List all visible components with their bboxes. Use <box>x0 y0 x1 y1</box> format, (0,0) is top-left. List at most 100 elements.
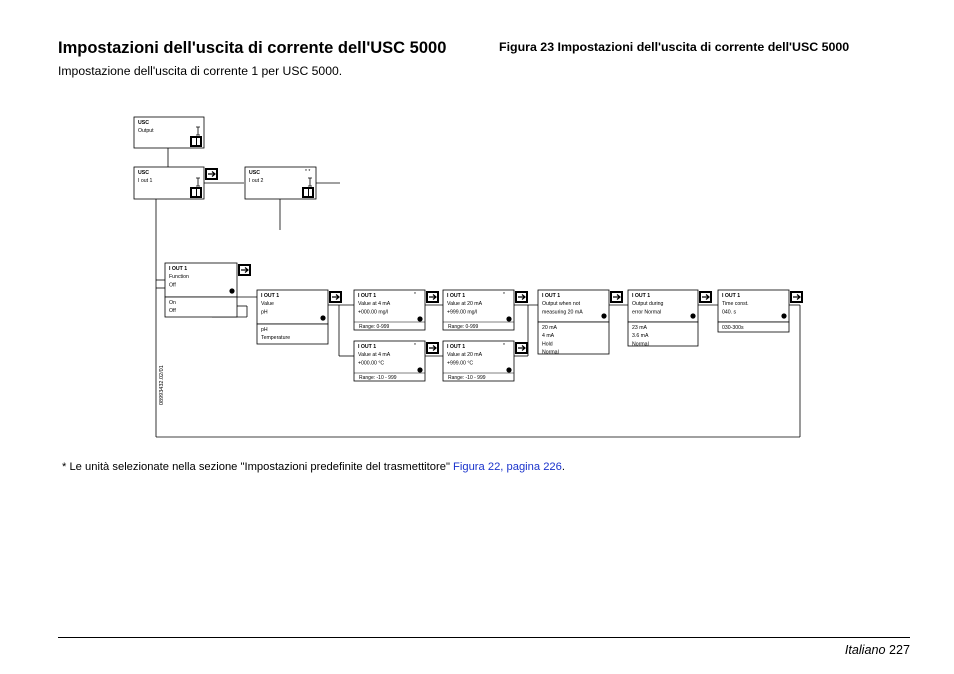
asterisk-mark: * <box>503 292 505 298</box>
diagram-box-ph-20ma: I OUT 1 Value at 20 mA +999.00 mg/l * Range:… <box>442 289 528 331</box>
diagram-box-not-measuring: I OUT 1 Output when not measuring 20 mA <box>537 289 623 323</box>
diagram-box-line: I OUT 1 <box>447 344 465 350</box>
range-label: Range: 0-999 <box>359 324 390 330</box>
diagram-box-during-error: I OUT 1 Output during error Normal <box>627 289 712 323</box>
footnote-end: . <box>561 461 565 473</box>
range-label: Range: 0-999 <box>448 324 479 330</box>
diagram-box-line: USC <box>138 170 149 176</box>
diagram-box-line: Value at 4 mA <box>358 352 391 358</box>
page-footer: Italiano 227 <box>845 643 910 657</box>
diagram-box-during-error-options: 23 mA 3.6 mA Normal <box>627 321 699 347</box>
diagram-box-temp-4ma: I OUT 1 Value at 4 mA +000.00 °C * Range: -1… <box>353 340 439 382</box>
figure-title: Figura 23 Impostazioni dell'uscita di co… <box>499 40 850 54</box>
diagram-box-line: Normal <box>632 341 649 347</box>
diagram-box-line: I OUT 1 <box>447 293 465 299</box>
asterisk-mark: * <box>503 343 505 349</box>
diagram-box-line: 040. s <box>722 309 737 315</box>
up-down-keys-icon <box>190 126 202 147</box>
enter-arrow-icon <box>515 342 528 354</box>
page-title: Impostazioni dell'uscita di corrente del… <box>58 39 447 57</box>
diagram-box-line: Value at 20 mA <box>447 301 483 307</box>
diagram-box-line: +000.00 °C <box>358 360 384 366</box>
diagram-box-line: Normal <box>542 350 559 356</box>
selection-dot-icon <box>229 288 235 294</box>
diagram-box-line: +000.00 mg/l <box>358 309 388 315</box>
diagram-box-line: Off <box>169 308 176 314</box>
footnote-link[interactable]: Figura 22, pagina 226 <box>453 461 562 473</box>
selection-dot-icon <box>506 316 512 322</box>
range-label: Range: -10 - 999 <box>359 375 397 381</box>
diagram-box-line: On <box>169 300 176 306</box>
diagram-box-usc-output: USC Output <box>133 116 205 149</box>
diagram-box-usc-iout1: USC I out 1 <box>133 166 218 200</box>
diagram-box-line: Output during <box>632 301 664 307</box>
enter-arrow-icon <box>790 291 803 303</box>
diagram-box-line: I OUT 1 <box>632 293 650 299</box>
diagram-box-line: 23 mA <box>632 325 648 331</box>
footnote: * Le unità selezionate nella sezione "Im… <box>62 461 565 473</box>
diagram-box-line: +999.00 °C <box>447 360 473 366</box>
diagram-code: 08993432.02/01 <box>159 365 165 405</box>
asterisk-mark: * * <box>305 169 310 175</box>
diagram-box-line: I OUT 1 <box>261 293 279 299</box>
diagram-box-time-const: I OUT 1 Time const. 040. s <box>717 289 803 323</box>
selection-dot-icon <box>781 313 787 319</box>
diagram-box-line: 030-300s <box>722 325 744 331</box>
selection-dot-icon <box>601 313 607 319</box>
diagram-box-line: I OUT 1 <box>722 293 740 299</box>
diagram-box-line: Output when not <box>542 301 581 307</box>
diagram-box-line: I out 1 <box>138 178 153 184</box>
diagram-box-line: measuring 20 mA <box>542 309 583 315</box>
enter-arrow-icon <box>238 264 251 276</box>
diagram-box-line: +999.00 mg/l <box>447 309 477 315</box>
diagram-box-line: Function <box>169 274 189 280</box>
up-down-keys-icon <box>302 177 314 198</box>
enter-arrow-icon <box>426 342 439 354</box>
enter-arrow-icon <box>610 291 623 303</box>
diagram-box-line: error Normal <box>632 309 661 315</box>
range-label: Range: -10 - 999 <box>448 375 486 381</box>
enter-arrow-icon <box>515 291 528 303</box>
diagram-box-iout1-value: I OUT 1 Value pH <box>256 289 342 325</box>
diagram-box-line: I OUT 1 <box>358 344 376 350</box>
enter-arrow-icon <box>699 291 712 303</box>
diagram-box-line: I OUT 1 <box>542 293 560 299</box>
diagram-box-line: Hold <box>542 341 553 347</box>
selection-dot-icon <box>320 315 326 321</box>
diagram-box-line: I OUT 1 <box>358 293 376 299</box>
diagram-box-line: pH <box>261 327 268 333</box>
diagram-box-line: I OUT 1 <box>169 266 187 272</box>
diagram-box-line: Value at 20 mA <box>447 352 483 358</box>
diagram-box-line: USC <box>138 120 149 126</box>
footnote-text: * Le unità selezionate nella sezione "Im… <box>62 461 454 473</box>
diagram-box-line: 4 mA <box>542 333 555 339</box>
diagram-box-time-const-range: 030-300s <box>717 321 790 333</box>
diagram-box-line: pH <box>261 309 268 315</box>
diagram-box-line: 20 mA <box>542 325 558 331</box>
diagram-box-line: Output <box>138 128 154 134</box>
page-number: 227 <box>888 643 910 657</box>
diagram-box-line: USC <box>249 170 260 176</box>
diagram-box-line: Value <box>261 301 274 307</box>
diagram-box-line: 3.6 mA <box>632 333 649 339</box>
selection-dot-icon <box>506 367 512 373</box>
diagram-box-line: Value at 4 mA <box>358 301 391 307</box>
asterisk-mark: * <box>414 343 416 349</box>
diagram-box-ph-4ma: I OUT 1 Value at 4 mA +000.00 mg/l * Range: … <box>353 289 439 331</box>
asterisk-mark: * <box>414 292 416 298</box>
diagram-box-line: Time const. <box>722 301 749 307</box>
selection-dot-icon <box>417 316 423 322</box>
footer-rule <box>58 637 910 638</box>
footer-language: Italiano <box>844 643 886 657</box>
enter-arrow-icon <box>329 291 342 303</box>
diagram-box-usc-iout2: USC I out 2 * * <box>244 166 317 200</box>
diagram-box-line: I out 2 <box>249 178 264 184</box>
enter-arrow-icon <box>205 168 218 180</box>
diagram-box-line: Temperature <box>261 335 290 341</box>
selection-dot-icon <box>417 367 423 373</box>
diagram-box-value-options: pH Temperature <box>256 323 329 345</box>
